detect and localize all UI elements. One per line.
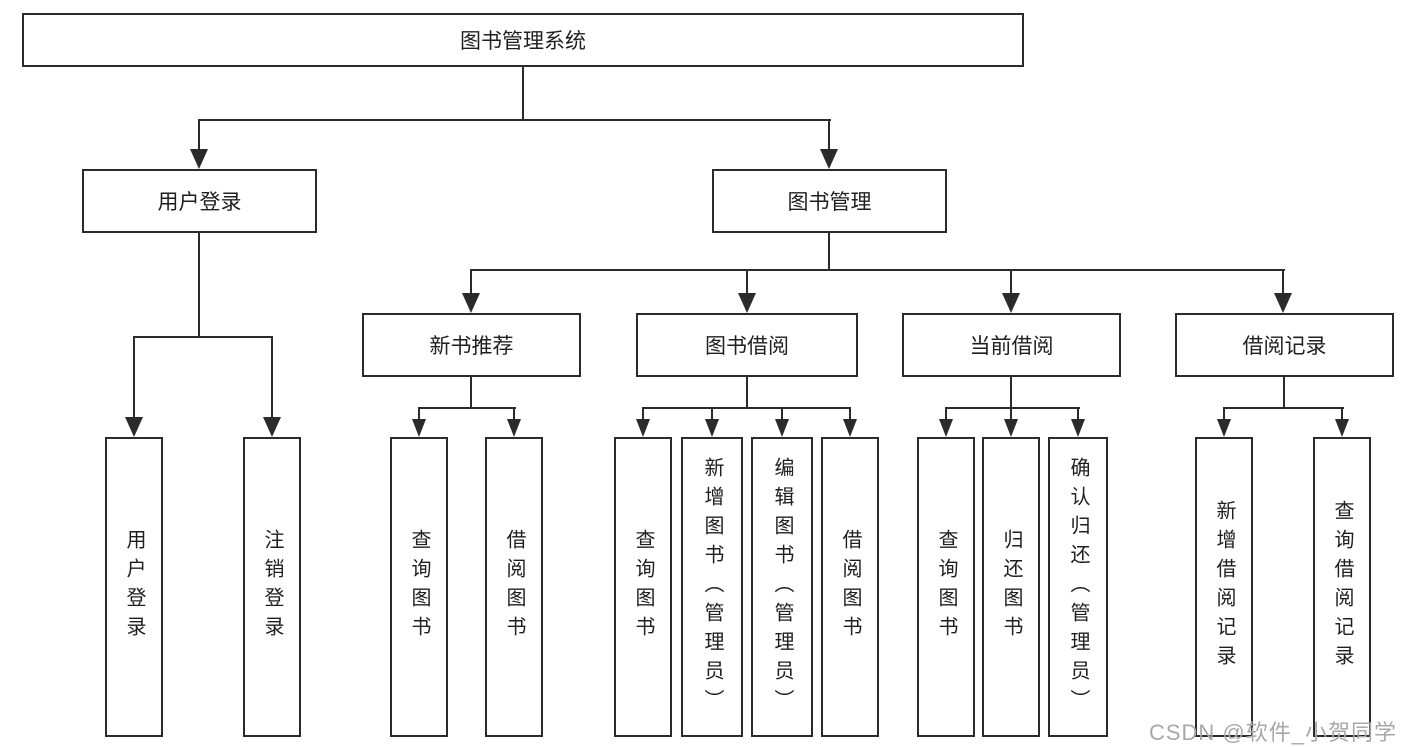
connector-user-login-stem [198, 233, 200, 338]
leaf-br-query-record: 查询借阅记录 [1313, 437, 1371, 737]
node-current-borrowing-label: 当前借阅 [969, 335, 1054, 358]
node-user-login: 用户登录 [82, 169, 317, 233]
arrowhead-bb-query [636, 419, 650, 437]
connector-drop-cb-confirm [1077, 409, 1079, 419]
node-book-borrowing: 图书借阅 [636, 313, 858, 377]
node-new-book-recommend: 新书推荐 [362, 313, 581, 377]
connector-br-stem [1283, 377, 1285, 409]
arrowhead-bb-edit [775, 419, 789, 437]
connector-drop-rec-borrow [513, 409, 515, 419]
arrowhead-br-add [1217, 419, 1231, 437]
arrowhead-cb-query [939, 419, 953, 437]
connector-drop-bb-edit [781, 409, 783, 419]
connector-drop-cb-query [945, 409, 947, 419]
leaf-bb-edit-books: 编辑图书（管理员） [751, 437, 813, 737]
connector-cb-rail [945, 407, 1080, 409]
connector-rec-stem [470, 377, 472, 409]
connector-level3-rail [470, 269, 1285, 271]
arrowhead-current-borrowing [1002, 293, 1020, 313]
node-book-management: 图书管理 [712, 169, 947, 233]
connector-book-management-stem [828, 233, 830, 271]
connector-drop-bb-add [711, 409, 713, 419]
connector-drop-cb-return [1010, 409, 1012, 419]
arrowhead-user-login [190, 149, 208, 169]
connector-drop-book-borrowing [746, 271, 748, 293]
connector-level2-rail [198, 119, 831, 121]
connector-drop-br-add [1223, 409, 1225, 419]
leaf-cb-query-books: 查询图书 [917, 437, 975, 737]
leaf-br-add-record: 新增借阅记录 [1195, 437, 1253, 737]
leaf-rec-query-books-label: 查询图书 [408, 529, 430, 645]
connector-cb-stem [1010, 377, 1012, 409]
leaf-user-login-label: 用户登录 [123, 529, 145, 645]
connector-drop-leaf-logout [271, 338, 273, 417]
arrowhead-leaf-logout [263, 417, 281, 437]
leaf-logout: 注销登录 [243, 437, 301, 737]
leaf-cb-query-books-label: 查询图书 [935, 529, 957, 645]
connector-drop-leaf-user-login [133, 338, 135, 417]
leaf-cb-return-books: 归还图书 [982, 437, 1040, 737]
connector-drop-bb-query [642, 409, 644, 419]
arrowhead-leaf-user-login [125, 417, 143, 437]
connector-drop-br-query [1341, 409, 1343, 419]
leaf-bb-edit-books-label: 编辑图书（管理员） [771, 456, 793, 718]
node-new-book-recommend-label: 新书推荐 [429, 335, 514, 358]
leaf-bb-add-books: 新增图书（管理员） [681, 437, 743, 737]
leaf-bb-borrow-books: 借阅图书 [821, 437, 879, 737]
connector-root-stem [522, 66, 524, 119]
node-book-management-label: 图书管理 [787, 191, 872, 214]
arrowhead-rec-query [412, 419, 426, 437]
leaf-cb-confirm-return: 确认归还（管理员） [1048, 437, 1108, 737]
csdn-watermark: CSDN @软件_小贺同学 [1148, 720, 1397, 745]
node-book-borrowing-label: 图书借阅 [705, 335, 789, 358]
connector-rec-rail [418, 407, 516, 409]
arrowhead-bb-add [705, 419, 719, 437]
leaf-bb-query-books-label: 查询图书 [632, 529, 654, 645]
arrowhead-book-borrowing [738, 293, 756, 313]
connector-drop-user-login [198, 121, 200, 149]
arrowhead-new-book-recommend [462, 293, 480, 313]
leaf-logout-label: 注销登录 [261, 529, 283, 645]
node-borrowing-records-label: 借阅记录 [1242, 335, 1327, 358]
connector-drop-current-borrowing [1010, 271, 1012, 293]
connector-user-login-rail [133, 336, 273, 338]
arrowhead-br-query [1335, 419, 1349, 437]
node-current-borrowing: 当前借阅 [902, 313, 1121, 377]
arrowhead-rec-borrow [507, 419, 521, 437]
connector-bb-rail [642, 407, 851, 409]
connector-drop-borrowing-records [1282, 271, 1284, 293]
connector-drop-rec-query [418, 409, 420, 419]
leaf-user-login: 用户登录 [105, 437, 163, 737]
leaf-rec-borrow-books: 借阅图书 [485, 437, 543, 737]
connector-drop-new-book-recommend [470, 271, 472, 293]
leaf-bb-query-books: 查询图书 [614, 437, 672, 737]
leaf-cb-confirm-return-label: 确认归还（管理员） [1067, 456, 1089, 718]
node-root: 图书管理系统 [22, 13, 1024, 67]
leaf-br-add-record-label: 新增借阅记录 [1213, 500, 1235, 674]
leaf-bb-borrow-books-label: 借阅图书 [839, 529, 861, 645]
leaf-br-query-record-label: 查询借阅记录 [1331, 500, 1353, 674]
connector-bb-stem [746, 377, 748, 409]
leaf-cb-return-books-label: 归还图书 [1000, 529, 1022, 645]
leaf-rec-borrow-books-label: 借阅图书 [503, 529, 525, 645]
node-user-login-label: 用户登录 [157, 191, 242, 214]
arrowhead-cb-return [1004, 419, 1018, 437]
arrowhead-cb-confirm [1071, 419, 1085, 437]
connector-br-rail [1223, 407, 1344, 409]
arrowhead-book-management [820, 149, 838, 169]
connector-drop-book-management [828, 121, 830, 149]
arrowhead-borrowing-records [1274, 293, 1292, 313]
leaf-bb-add-books-label: 新增图书（管理员） [701, 456, 723, 718]
leaf-rec-query-books: 查询图书 [390, 437, 448, 737]
node-borrowing-records: 借阅记录 [1175, 313, 1394, 377]
node-root-label: 图书管理系统 [460, 30, 586, 53]
arrowhead-bb-borrow [843, 419, 857, 437]
connector-drop-bb-borrow [849, 409, 851, 419]
